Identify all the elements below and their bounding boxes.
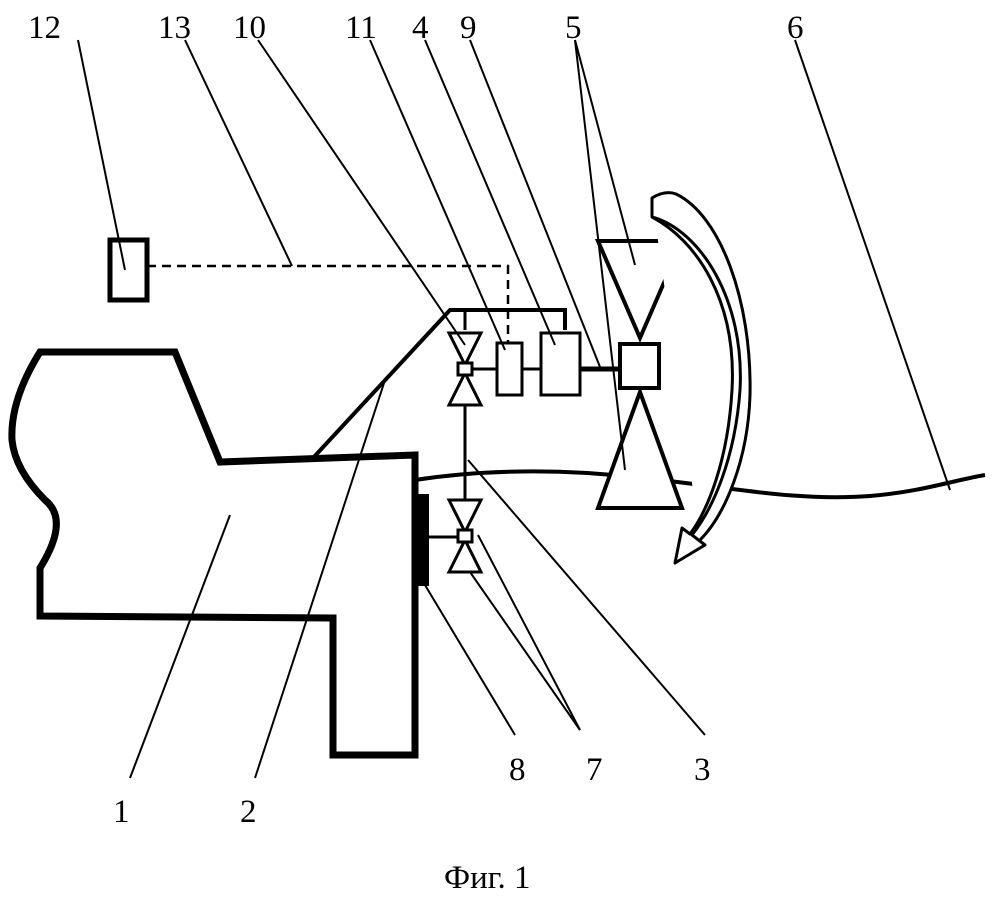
leader-8 — [425, 585, 515, 735]
label-1: 1 — [113, 794, 130, 830]
label-9: 9 — [460, 10, 477, 46]
label-10: 10 — [233, 10, 266, 46]
label-13: 13 — [158, 10, 191, 46]
label-6: 6 — [787, 10, 804, 46]
leader-6 — [795, 40, 950, 490]
leader-13 — [185, 40, 292, 266]
label-4: 4 — [412, 10, 429, 46]
leader-1 — [130, 515, 230, 778]
label-5: 5 — [565, 10, 582, 46]
label-2: 2 — [240, 794, 257, 830]
label-7: 7 — [586, 752, 603, 788]
dashed-line-13 — [147, 266, 508, 343]
leader-12 — [78, 40, 125, 270]
label-11: 11 — [345, 10, 377, 46]
leader-lines — [78, 40, 950, 778]
leader-10 — [258, 40, 465, 345]
label-12: 12 — [28, 10, 61, 46]
pipe-2 — [313, 310, 565, 458]
label-3: 3 — [694, 752, 711, 788]
label-8: 8 — [509, 752, 526, 788]
box-12 — [110, 240, 147, 300]
block-11 — [497, 343, 522, 395]
leader-4 — [425, 40, 555, 345]
leader-2 — [255, 380, 385, 778]
plate-8 — [415, 494, 429, 586]
block-4 — [541, 333, 580, 395]
leader-5a — [575, 40, 635, 265]
figure-caption: Фиг. 1 — [444, 860, 531, 896]
leader-7b — [470, 572, 580, 730]
